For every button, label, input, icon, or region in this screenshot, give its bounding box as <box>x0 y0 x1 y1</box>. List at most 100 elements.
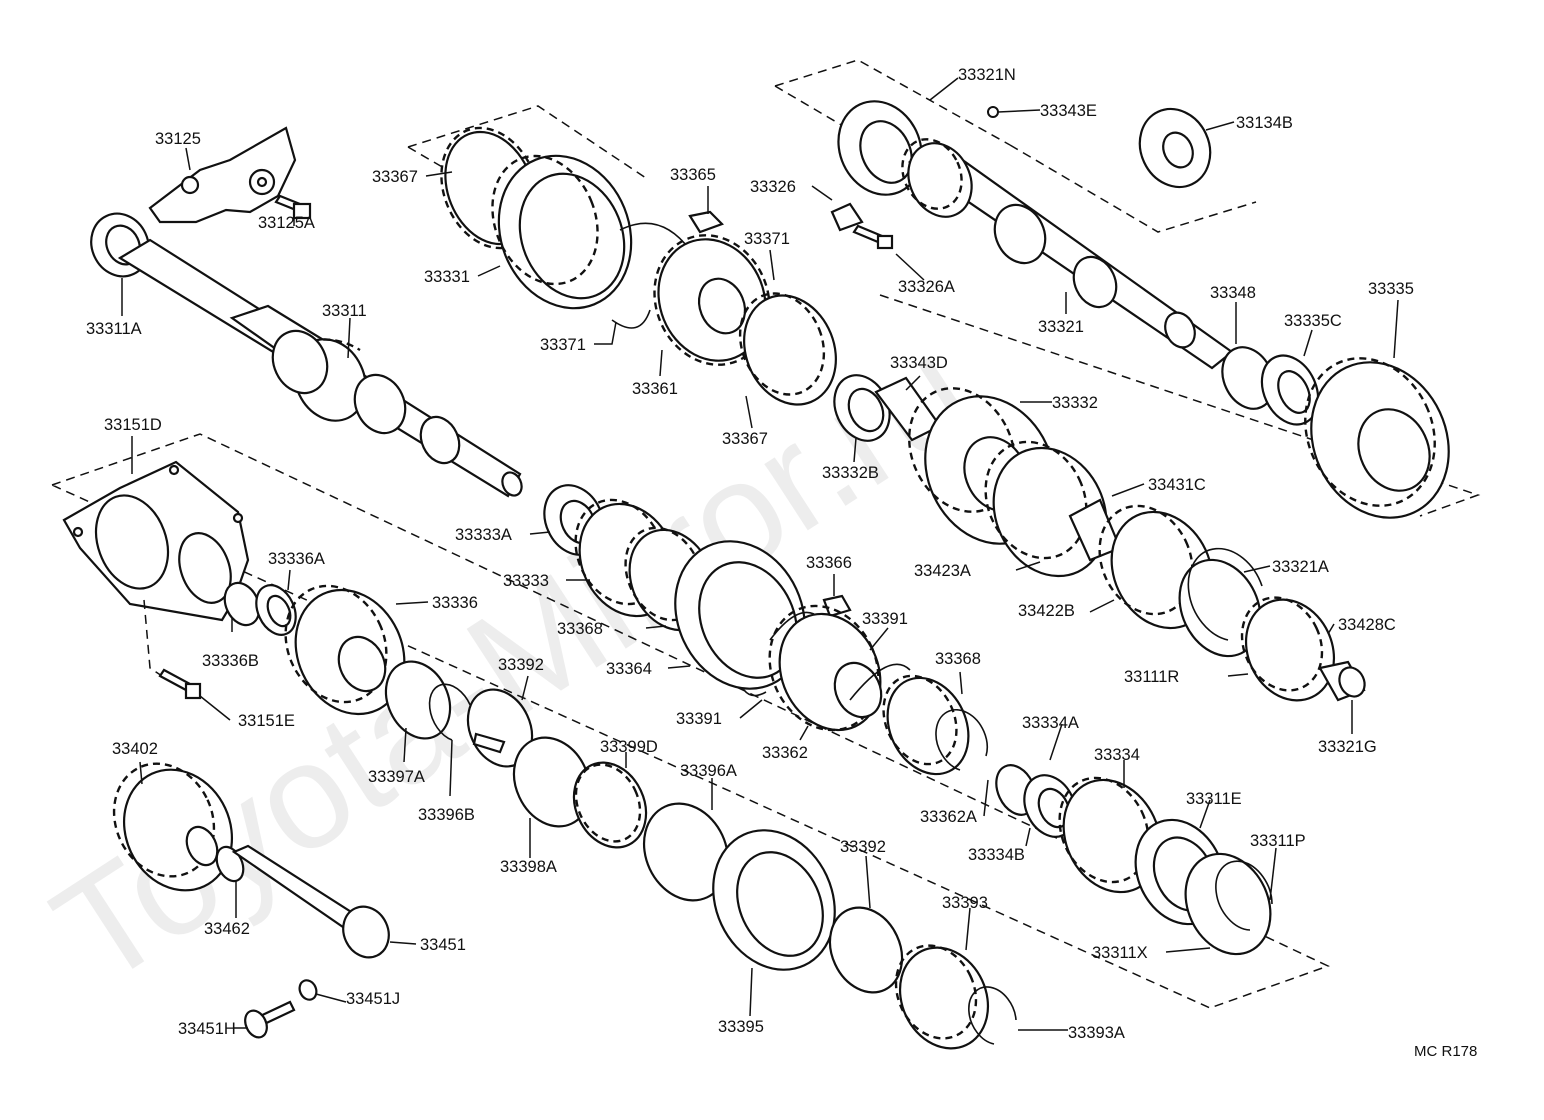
washer-33462 <box>215 845 245 883</box>
bolt-33326a <box>852 224 894 250</box>
part-callout-33334b: 33334B <box>968 846 1025 864</box>
gear-33393 <box>894 944 990 1050</box>
part-callout-33348: 33348 <box>1210 284 1256 302</box>
ring-33321a <box>1178 558 1262 658</box>
part-callout-33402: 33402 <box>112 740 158 758</box>
gear-33335 <box>1304 357 1450 519</box>
part-callout-33462: 33462 <box>204 920 250 938</box>
sleeve-33364 <box>674 540 806 690</box>
part-callout-33365: 33365 <box>670 166 716 184</box>
part-callout-33396a: 33396A <box>680 762 737 780</box>
part-callout-33311x: 33311X <box>1092 944 1148 962</box>
part-callout-33326: 33326 <box>750 178 796 196</box>
part-callout-33391: 33391 <box>862 610 908 628</box>
part-callout-33151d: 33151D <box>104 416 162 434</box>
part-callout-33336a: 33336A <box>268 550 325 568</box>
part-callout-33311a: 33311A <box>86 320 142 338</box>
part-callout-33371: 33371 <box>540 336 586 354</box>
part-callout-33391: 33391 <box>676 710 722 728</box>
part-callout-33311: 33311 <box>322 302 367 320</box>
nut-33321g <box>1318 660 1366 702</box>
synchro-ring-33396a <box>642 802 730 902</box>
part-callout-33393a: 33393A <box>1068 1024 1125 1042</box>
part-callout-33333: 33333 <box>503 572 549 590</box>
part-callout-33397a: 33397A <box>368 768 425 786</box>
gear-33336 <box>284 584 406 716</box>
ring-33311x <box>1184 852 1272 956</box>
part-callout-33423a: 33423A <box>914 562 971 580</box>
seal-33134b <box>1138 107 1212 189</box>
part-callout-33311p: 33311P <box>1250 832 1306 850</box>
part-callout-33368: 33368 <box>935 650 981 668</box>
part-callout-33321n: 33321N <box>958 66 1016 84</box>
sleeve-33395 <box>712 829 836 971</box>
synchro-ring-33399d <box>572 761 648 849</box>
gear-33428c <box>1240 596 1336 702</box>
part-callout-33392: 33392 <box>840 838 886 856</box>
hub-33361 <box>653 234 771 366</box>
bolt-guide-line <box>143 599 169 681</box>
part-callout-33125a: 33125A <box>258 214 315 232</box>
hub-33362 <box>768 604 883 732</box>
snap-ring-33111r <box>1187 547 1263 641</box>
part-callout-33332: 33332 <box>1052 394 1098 412</box>
part-callout-33364: 33364 <box>606 660 652 678</box>
part-callout-33332b: 33332B <box>822 464 879 482</box>
key-33366 <box>822 594 852 618</box>
part-callout-33311e: 33311E <box>1186 790 1242 808</box>
part-callout-33451j: 33451J <box>346 990 400 1008</box>
part-callout-33371: 33371 <box>744 230 790 248</box>
part-callout-33335: 33335 <box>1368 280 1414 298</box>
hub-33398a <box>512 736 592 828</box>
part-callout-33343d: 33343D <box>890 354 948 372</box>
input-shaft-33311 <box>117 238 523 498</box>
part-callout-33361: 33361 <box>632 380 678 398</box>
shaft-33451 <box>231 844 390 959</box>
key-33365 <box>688 210 724 234</box>
snap-ring-33396b <box>428 683 473 741</box>
hub-33392-lower <box>828 906 904 994</box>
ball-33343e <box>987 106 999 118</box>
part-callout-33331: 33331 <box>424 268 470 286</box>
part-callout-33334a: 33334A <box>1022 714 1079 732</box>
part-callout-33335c: 33335C <box>1284 312 1342 330</box>
part-callout-33451: 33451 <box>420 936 466 954</box>
figure-code: MC R178 <box>1414 1043 1477 1060</box>
bolt-33151e <box>158 668 202 700</box>
snap-ring-33362a <box>935 709 989 771</box>
part-callout-33321g: 33321G <box>1318 738 1377 756</box>
synchro-ring-33368-lower <box>882 674 970 776</box>
part-callout-33393: 33393 <box>942 894 988 912</box>
part-callout-33362: 33362 <box>762 744 808 762</box>
part-callout-33399d: 33399D <box>600 738 658 756</box>
part-callout-33422b: 33422B <box>1018 602 1075 620</box>
bolt-33125a <box>274 194 312 220</box>
bolt-33451h <box>244 1000 296 1039</box>
bearing-33321n <box>837 100 923 196</box>
part-callout-33125: 33125 <box>155 130 201 148</box>
sleeve-33331 <box>491 154 633 310</box>
part-callout-33392: 33392 <box>498 656 544 674</box>
spring-33371-upper <box>619 222 691 251</box>
leader-lines <box>121 77 1399 1031</box>
part-callout-33366: 33366 <box>806 554 852 572</box>
gear-33402 <box>112 762 234 892</box>
spring-33391-lower <box>849 663 911 701</box>
plate-33326 <box>830 202 864 232</box>
part-callout-33398a: 33398A <box>500 858 557 876</box>
part-callout-33336: 33336 <box>432 594 478 612</box>
part-callout-33151e: 33151E <box>238 712 295 730</box>
bracket-33125 <box>148 126 297 224</box>
part-callout-33326a: 33326A <box>898 278 955 296</box>
bearing-retainer-33151d <box>62 460 250 622</box>
snap-ring-33311p <box>1215 860 1273 931</box>
gear-33423a <box>984 440 1108 578</box>
snap-ring-33393a <box>968 986 1017 1045</box>
part-callout-33428c: 33428C <box>1338 616 1396 634</box>
part-callout-33451h: 33451H <box>178 1020 236 1038</box>
part-callout-33134b: 33134B <box>1236 114 1293 132</box>
ring-33451j <box>298 979 318 1001</box>
bearing-33335c <box>1260 354 1320 426</box>
part-callout-33431c: 33431C <box>1148 476 1206 494</box>
